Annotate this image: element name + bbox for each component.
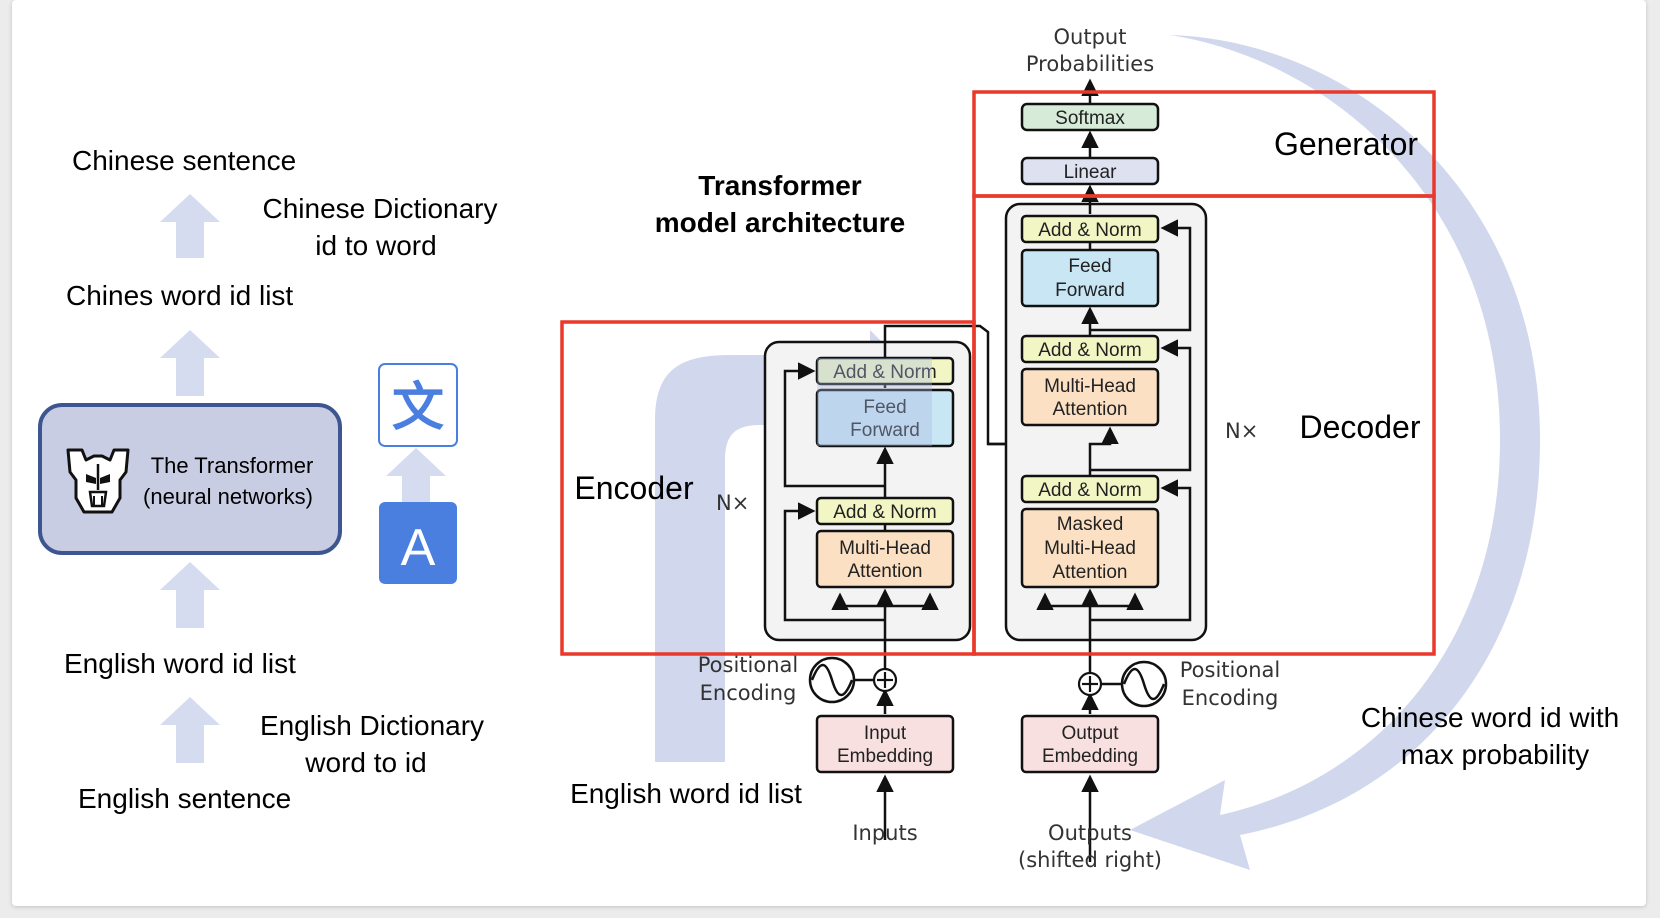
output-embedding-box: [1020, 714, 1160, 774]
encoder-add-norm-bottom: [815, 496, 955, 526]
chinese-dictionary-label-1: Chinese Dictionary: [263, 193, 498, 224]
left-up-arrows: [160, 194, 446, 763]
encoder-feed-forward-label-2: Forward: [850, 420, 920, 441]
decoder-add-norm-bottom-label: Add & Norm: [1038, 480, 1141, 501]
decoder-add-norm-bottom: [1020, 474, 1160, 504]
softmax-box: [1020, 102, 1160, 132]
chinese-max-prob-label-2: max probability: [1401, 739, 1589, 770]
encoder-frame: [560, 320, 976, 656]
google-translate-icon: 文 A: [378, 363, 458, 584]
english-sentence-label: English sentence: [78, 783, 291, 814]
decoder-label: Decoder: [1300, 409, 1421, 445]
encoder-nx-label: N×: [716, 491, 749, 515]
outputs-label-2: (shifted right): [1018, 848, 1162, 872]
encoder-mha-label-1: Multi-Head: [839, 538, 931, 559]
output-embedding-label-2: Embedding: [1042, 746, 1138, 767]
softmax-label: Softmax: [1055, 108, 1125, 129]
plus-circle-icon: [872, 667, 898, 693]
decoder-masked-label-2: Multi-Head: [1044, 538, 1136, 559]
translate-icon-bottom-glyph: A: [401, 519, 436, 577]
decoder-add-norm-middle-label: Add & Norm: [1038, 340, 1141, 361]
decoder-masked-attention: [1020, 507, 1160, 589]
chinese-word-id-list-label: Chines word id list: [66, 280, 293, 311]
input-embedding-box: [815, 714, 955, 774]
input-embedding-label-2: Embedding: [837, 746, 933, 767]
output-probabilities-label-2: Probabilities: [1026, 52, 1154, 76]
chinese-dictionary-label-2: id to word: [315, 230, 436, 261]
english-dictionary-label-2: word to id: [304, 747, 426, 778]
decoder-masked-label-3: Attention: [1053, 562, 1128, 583]
chinese-max-prob-label-1: Chinese word id with: [1361, 702, 1619, 733]
inputs-label: Inputs: [852, 821, 917, 845]
encoder-add-norm-top: [815, 356, 955, 386]
encoder-feed-forward-label-1: Feed: [863, 397, 906, 418]
transformer-label-2: (neural networks): [143, 484, 313, 509]
input-embedding-label-1: Input: [864, 723, 907, 744]
decoder-positional-label-1: Positional: [1180, 658, 1280, 682]
encoder-add-norm-top-label: Add & Norm: [833, 362, 936, 383]
decoder-multi-head-attention: [1020, 367, 1160, 427]
sine-wave-icon: [808, 656, 874, 704]
generator-label: Generator: [1274, 126, 1418, 162]
encoder-positional-label-1: Positional: [698, 653, 798, 677]
sine-wave-icon: [1101, 660, 1168, 708]
architecture-title-2: model architecture: [655, 207, 906, 238]
english-word-id-list-label: English word id list: [64, 648, 296, 679]
outputs-label-1: Outputs: [1048, 821, 1132, 845]
encoder-positional-label-2: Encoding: [700, 681, 797, 705]
encoder-add-norm-bottom-label: Add & Norm: [833, 502, 936, 523]
decoder-mha-label-1: Multi-Head: [1044, 376, 1136, 397]
decoder-add-norm-middle: [1020, 334, 1160, 364]
architecture-title-1: Transformer: [698, 170, 861, 201]
decoder-add-norm-top-label: Add & Norm: [1038, 220, 1141, 241]
transformer-label-1: The Transformer: [151, 453, 314, 478]
linear-label: Linear: [1064, 162, 1117, 183]
encoder-multi-head-attention: [815, 529, 955, 589]
english-dictionary-label-1: English Dictionary: [260, 710, 484, 741]
encoder-flow-overlay: [817, 358, 932, 446]
decoder-mha-label-2: Attention: [1053, 399, 1128, 420]
arch-english-word-id-list-label: English word id list: [570, 778, 802, 809]
decoder-feed-forward: [1020, 248, 1160, 308]
chinese-sentence-label: Chinese sentence: [72, 145, 296, 176]
decoder-nx-label: N×: [1225, 419, 1258, 443]
linear-box: [1020, 156, 1160, 186]
decoder-feed-forward-label-2: Forward: [1055, 280, 1125, 301]
decoder-masked-label-1: Masked: [1057, 514, 1124, 535]
decoder-positional-label-2: Encoding: [1182, 686, 1279, 710]
decoder-feed-forward-label-1: Feed: [1068, 256, 1111, 277]
encoder-label: Encoder: [574, 470, 694, 506]
output-probabilities-label-1: Output: [1054, 25, 1127, 49]
highlight-frames: [560, 90, 1436, 656]
translate-icon-top-glyph: 文: [392, 378, 444, 438]
plus-circle-icon: [1077, 671, 1103, 697]
encoder-feed-forward: [815, 388, 955, 448]
transformer-box: [38, 403, 342, 555]
encoder-mha-label-2: Attention: [848, 561, 923, 582]
transformers-autobot-icon: [66, 448, 130, 514]
decoder-add-norm-top: [1020, 214, 1160, 244]
output-embedding-label-1: Output: [1061, 723, 1119, 744]
